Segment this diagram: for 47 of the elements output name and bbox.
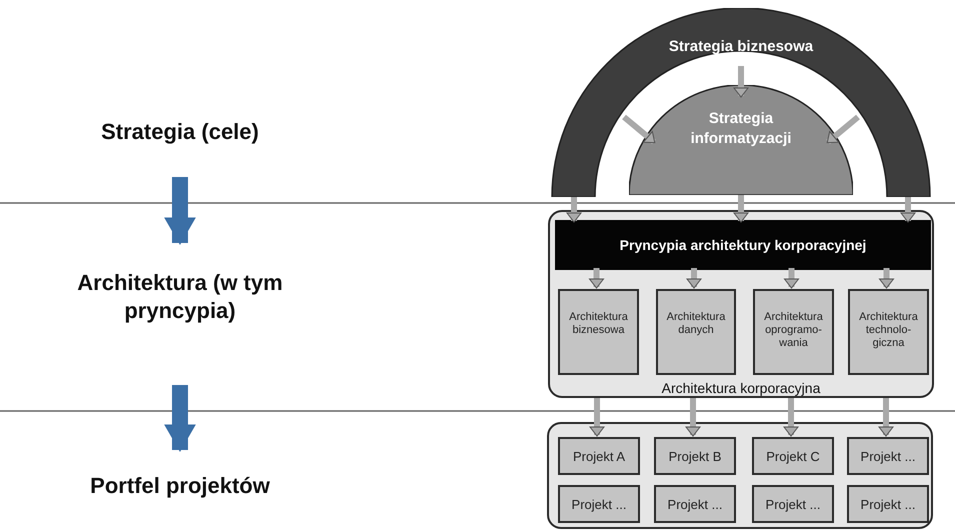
stage-label: Architektura (w tym pryncypia) [76,269,284,325]
box-label: Projekt B [668,448,722,464]
project-box [558,485,640,523]
architecture-box [656,289,736,375]
box-label: Pryncypia architektury korporacyjnej [620,237,866,253]
rounded-container [548,210,934,398]
arrow [686,398,700,436]
box-label: Projekt ... [668,496,722,512]
box-label: Projekt C [766,448,820,464]
stage-label: Strategia (cele) [101,118,259,146]
project-box [752,485,834,523]
arrow [878,398,894,436]
project-box [654,437,736,475]
arrow [784,268,799,288]
box-label: Projekt ... [860,448,916,464]
box-label: Architektura oprogramo- wania [763,311,824,350]
project-box [558,437,640,475]
arrow [784,398,798,436]
architecture-box [753,289,834,375]
box-label: Architektura korporacyjna [662,380,820,396]
rounded-container [547,422,933,529]
architecture-box [558,289,639,375]
arrow [589,268,604,288]
arrow [590,398,604,436]
box-label: Architektura technolo- giczna [858,311,919,350]
project-box [847,485,929,523]
box-label: Projekt ... [766,496,820,512]
project-box [654,485,736,523]
arrow [879,268,894,288]
stage-label: Portfel projektów [90,472,270,500]
box-label: Architektura danych [666,311,726,337]
box-label: Projekt ... [572,496,626,512]
box-label: Projekt A [572,448,626,464]
header-bar [555,220,931,270]
box-label: Strategia biznesowa [668,38,814,55]
box-label: Strategia informatyzacji [690,109,792,149]
arrow [164,177,196,244]
arrow [566,197,582,222]
arrow [734,195,748,222]
arrow [900,197,916,222]
box-label: Projekt ... [860,496,916,512]
arrow [686,268,702,288]
project-box [752,437,834,475]
architecture-box [848,289,929,375]
arrow [164,385,196,452]
project-box [847,437,929,475]
box-label: Architektura biznesowa [568,311,629,337]
